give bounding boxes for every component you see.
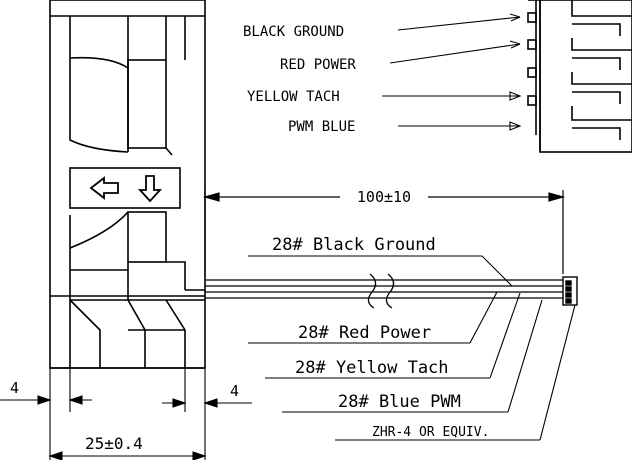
right-gap-label: 4: [230, 382, 239, 400]
bottom-dimensions: [0, 368, 252, 460]
wire-bundle: [205, 273, 563, 309]
cable-length-dimension: [202, 190, 566, 276]
label-yellow-tach: YELLOW TACH: [247, 89, 340, 105]
fan-body: [49, 0, 206, 369]
callout-red-power: 28# Red Power: [298, 323, 431, 343]
label-black-ground: BLACK GROUND: [243, 24, 344, 40]
callout-black-ground: 28# Black Ground: [272, 235, 436, 255]
callout-connector: ZHR-4 OR EQUIV.: [372, 425, 489, 440]
left-gap-label: 4: [10, 379, 19, 397]
connector-label-leaders: [382, 13, 522, 131]
callout-blue-pwm: 28# Blue PWM: [338, 392, 461, 412]
label-pwm-blue: PWM BLUE: [288, 119, 355, 135]
fan-thickness-label: 25±0.4: [85, 434, 143, 453]
airflow-left-arrow-icon: [89, 176, 119, 200]
airflow-down-arrow-icon: [137, 175, 163, 203]
zhr-connector: [562, 276, 578, 306]
callout-yellow-tach: 28# Yellow Tach: [295, 358, 449, 378]
connector-pinout: [527, 0, 632, 153]
cable-length-label: 100±10: [357, 188, 411, 206]
label-red-power: RED POWER: [280, 57, 356, 73]
wire-callout-leaders: [248, 255, 576, 441]
